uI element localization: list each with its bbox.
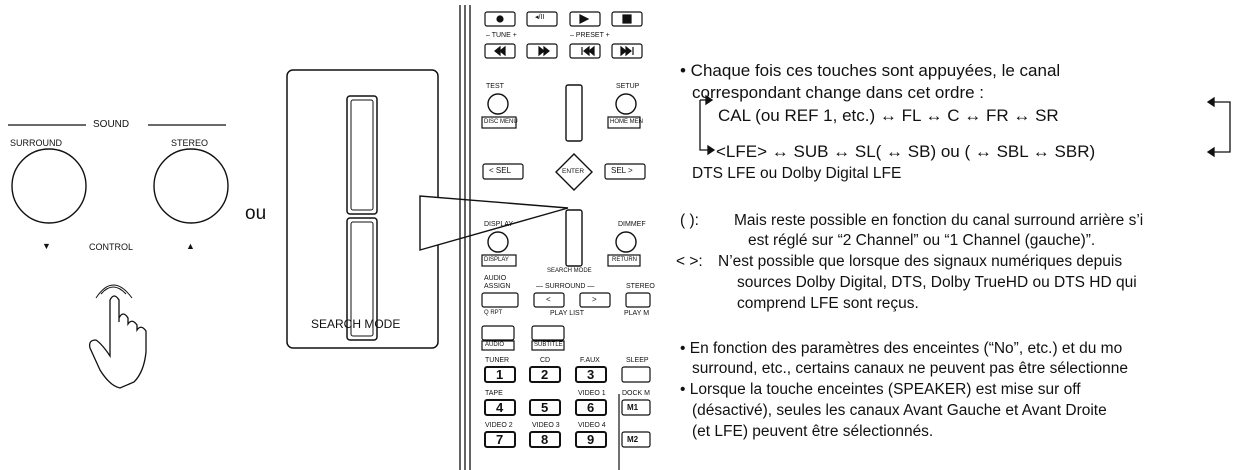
sequence-loop-arrows <box>699 94 1231 158</box>
search-mode-zoom <box>286 69 569 349</box>
surround-left-arrow-icon: < <box>546 295 551 304</box>
play-pause-icon: ◂/II <box>535 14 545 21</box>
up-arrow-icon: ▲ <box>186 241 195 251</box>
angle-line3: comprend LFE sont reçus. <box>737 295 919 312</box>
key-2: 2 <box>541 367 549 382</box>
stereo-key-label: STEREO <box>626 283 655 290</box>
enter-label: ENTER <box>562 168 585 175</box>
surround-key-label: — SURROUND — <box>536 283 595 290</box>
control-label: CONTROL <box>89 242 134 252</box>
test-label: TEST <box>486 83 504 90</box>
tuner-label: TUNER <box>485 357 510 364</box>
bullet2-line1: • En fonction des paramètres des enceint… <box>680 340 1123 357</box>
stereo-knob <box>153 148 229 224</box>
subtitle-label: SUBTITLE <box>534 342 563 348</box>
setup-label: SETUP <box>616 83 640 90</box>
dimmer-label: DIMMEF <box>618 221 646 228</box>
key-m1: M1 <box>627 403 639 412</box>
sleep-label: SLEEP <box>626 357 649 364</box>
faux-label: F.AUX <box>580 357 600 364</box>
bullet3-line1: • Lorsque la touche enceintes (SPEAKER) … <box>680 381 1081 398</box>
preset-label: – PRESET + <box>570 32 610 39</box>
sequence-bottom: <LFE> ↔ SUB ↔ SL( ↔ SB) ou ( ↔ SBL ↔ SBR… <box>716 142 1096 161</box>
key-7: 7 <box>496 432 504 447</box>
play-list-label: PLAY LIST <box>550 310 584 317</box>
display-label: DISPLAY <box>484 221 514 228</box>
sequence-top: CAL (ou REF 1, etc.) ↔ FL ↔ C ↔ FR ↔ SR <box>718 106 1059 125</box>
cd-label: CD <box>540 357 551 364</box>
bullet3-line3: (et LFE) peuvent être sélectionnés. <box>692 423 934 440</box>
bullet3-line2: (désactivé), seules les canaux Avant Gau… <box>692 402 1107 419</box>
audio-assign-label-1: AUDIO <box>484 275 507 282</box>
zoom-search-mode-label: SEARCH MODE <box>311 317 401 331</box>
surround-right-arrow-icon: > <box>592 295 597 304</box>
key-1: 1 <box>496 367 504 382</box>
key-m2: M2 <box>627 435 639 444</box>
lfe-note: DTS LFE ou Dolby Digital LFE <box>692 165 902 182</box>
video2-label: VIDEO 2 <box>485 422 513 429</box>
angle-line1: N’est possible que lorsque des signaux n… <box>718 253 1123 270</box>
audio-label: AUDIO <box>485 342 505 348</box>
qrpt-label: Q RPT <box>484 310 503 316</box>
tape-label: TAPE <box>485 390 503 397</box>
video3-label: VIDEO 3 <box>532 422 560 429</box>
dockm-label: DOCK M <box>622 390 650 397</box>
sound-label: SOUND <box>93 119 130 130</box>
bullet2-line2: surround, etc., certains canaux ne peuve… <box>692 360 1128 377</box>
video4-label: VIDEO 4 <box>578 422 606 429</box>
remote-control <box>459 5 651 470</box>
tune-label: – TUNE + <box>486 32 517 39</box>
search-mode-key-label: SEARCH MODE <box>547 268 592 274</box>
key-6: 6 <box>587 400 595 415</box>
stereo-label: STEREO <box>171 138 209 148</box>
key-8: 8 <box>541 432 549 447</box>
return-label: RETURN <box>612 257 637 263</box>
down-arrow-icon: ▼ <box>42 241 51 251</box>
sel-left-label: < SEL <box>489 166 512 175</box>
key-9: 9 <box>587 432 595 447</box>
paren-line1: Mais reste possible en fonction du canal… <box>734 212 1144 229</box>
disc-menu-label: DISC MENU <box>484 119 518 125</box>
surround-label: SURROUND <box>10 138 63 148</box>
paren-mark: ( ): <box>680 212 699 229</box>
key-3: 3 <box>587 367 595 382</box>
audio-assign-label-2: ASSIGN <box>484 283 511 290</box>
paren-line2: est réglé sur “2 Channel” ou “1 Channel … <box>748 232 1096 249</box>
front-panel <box>8 124 229 389</box>
display-box-label: DISPLAY <box>484 257 509 263</box>
sel-right-label: SEL > <box>611 166 633 175</box>
key-4: 4 <box>496 400 504 415</box>
video1-label: VIDEO 1 <box>578 390 606 397</box>
angle-line2: sources Dolby Digital, DTS, Dolby TrueHD… <box>737 274 1137 291</box>
angle-mark: < >: <box>676 253 703 270</box>
or-label: ou <box>245 203 267 224</box>
surround-knob <box>11 148 87 224</box>
play-m-label: PLAY M <box>624 310 650 317</box>
bullet1-line1: • Chaque fois ces touches sont appuyées,… <box>680 61 1061 80</box>
bullet1-line2: correspondant change dans cet ordre : <box>692 83 985 102</box>
key-5: 5 <box>541 400 549 415</box>
pressing-hand-icon <box>88 295 147 389</box>
home-menu-label: HOME MEN <box>610 119 643 125</box>
